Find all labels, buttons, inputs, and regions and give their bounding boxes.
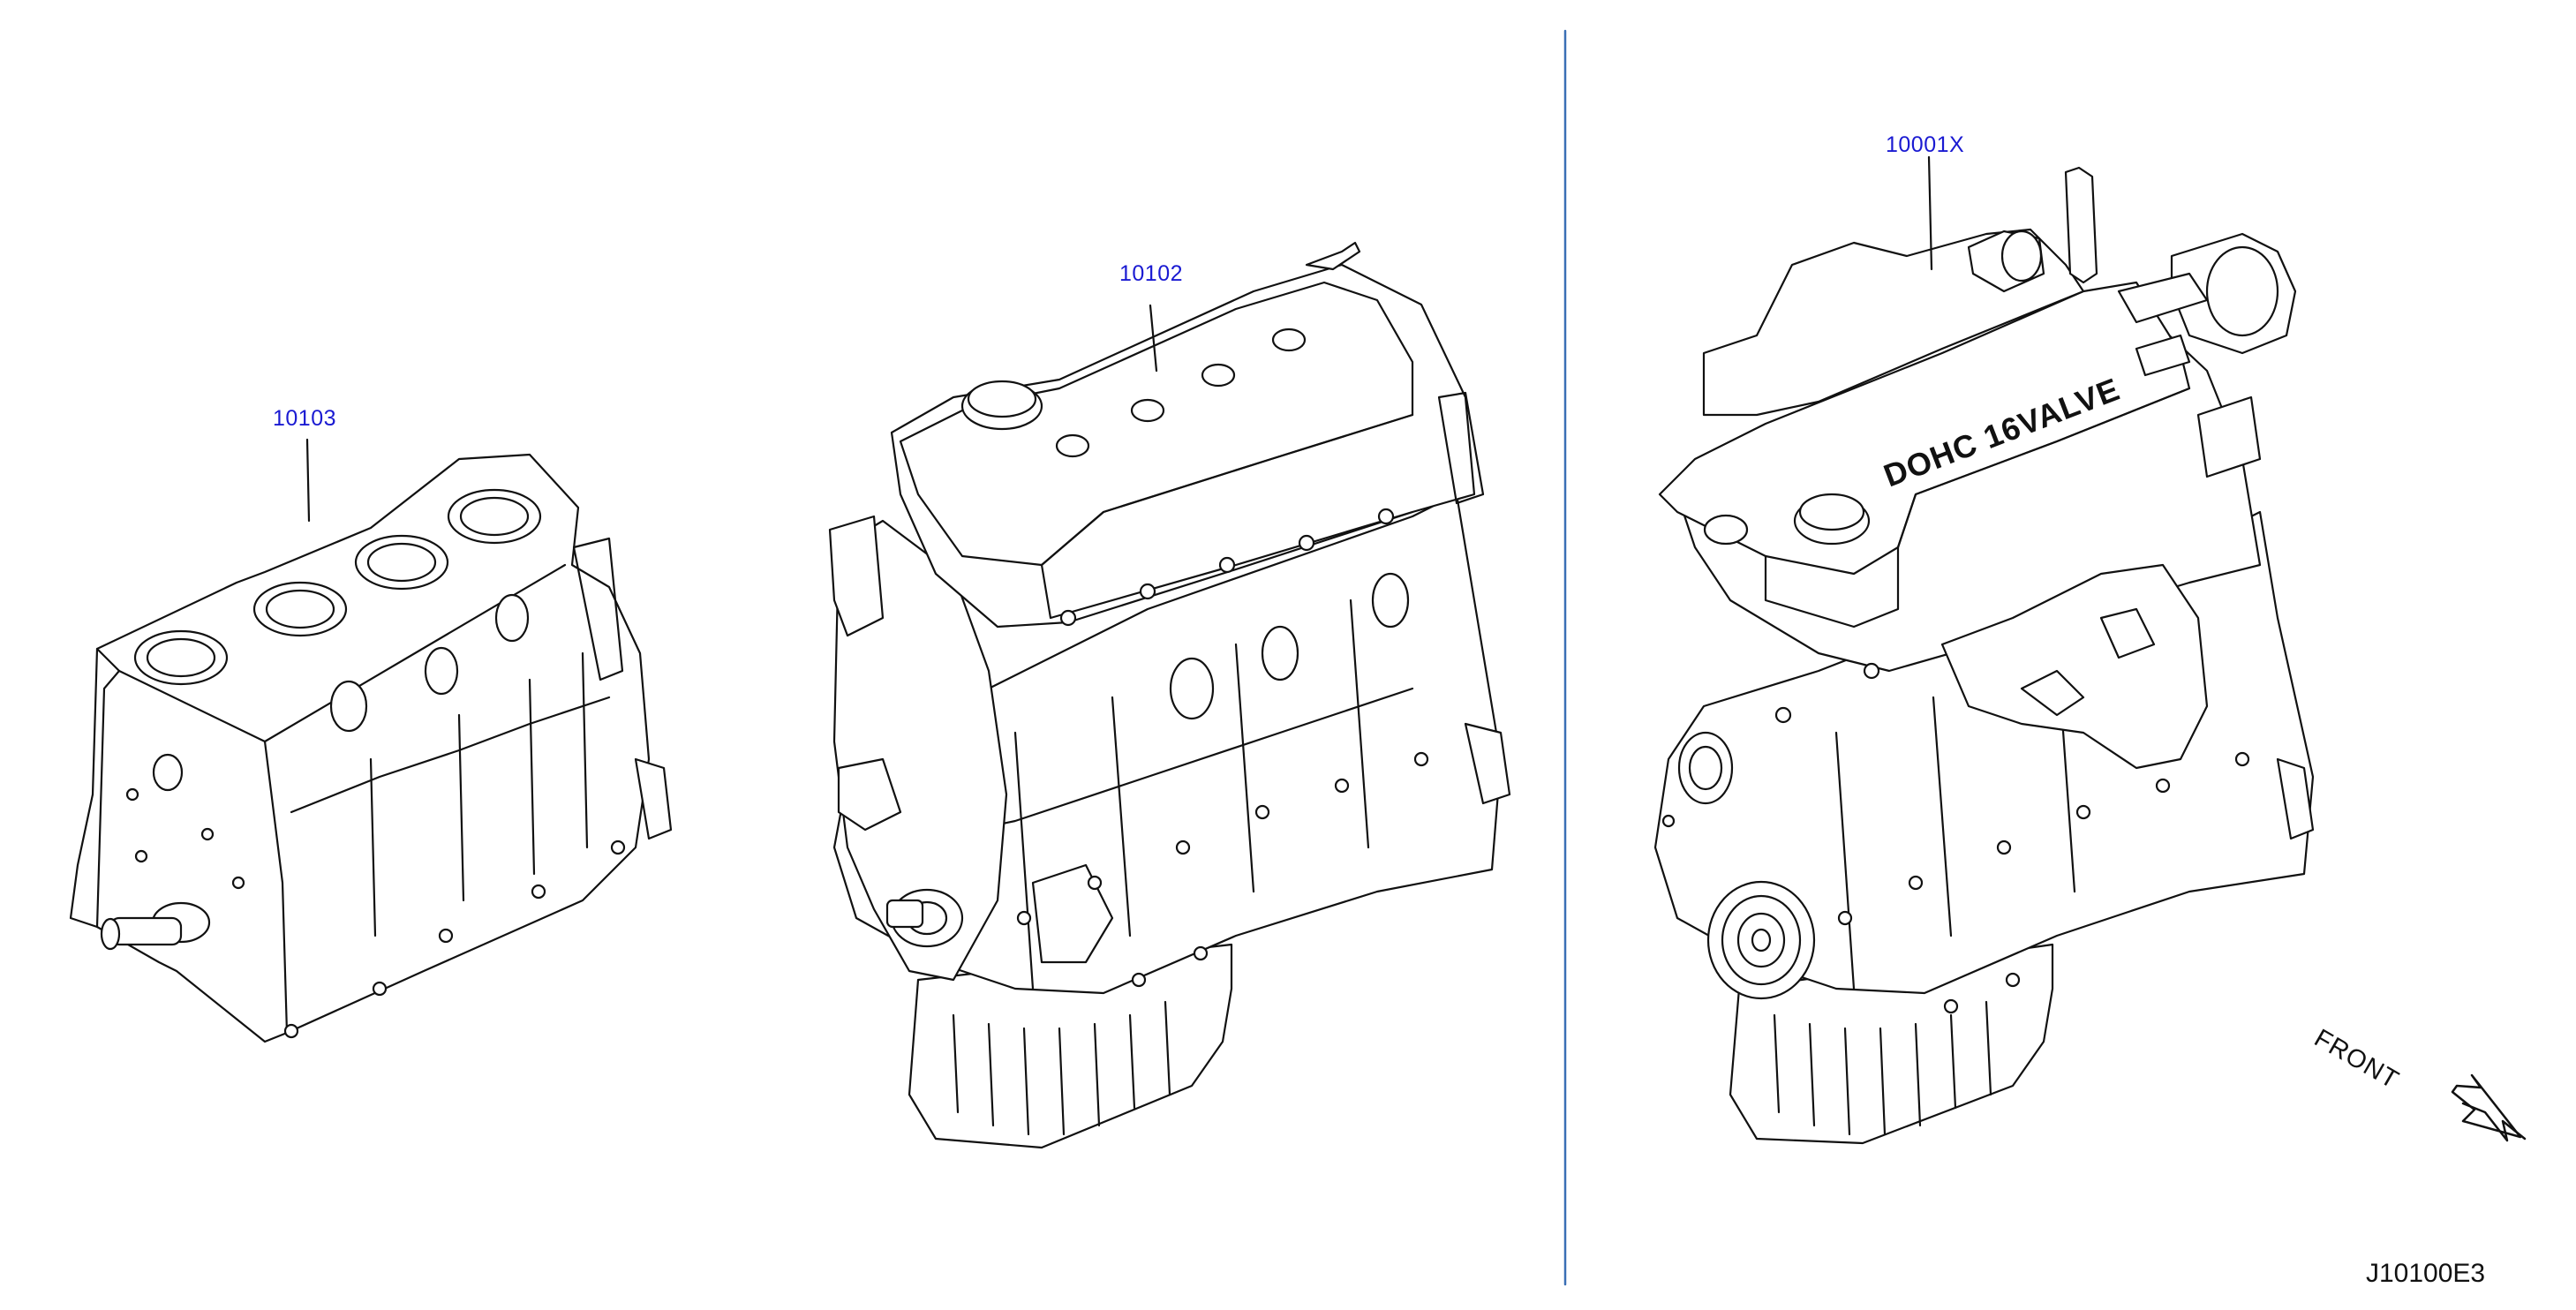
part-callout-10102[interactable]: 10102 [1119,261,1184,286]
leader-10001X [1927,155,1933,271]
part-callout-10001X[interactable]: 10001X [1886,132,1965,157]
leader-10103 [305,438,311,523]
diagram-code: J10100E3 [2366,1259,2486,1288]
front-arrow-icon [2451,1073,2527,1142]
short-block-drawing [69,453,673,1043]
part-callout-10103[interactable]: 10103 [273,406,337,431]
long-engine-drawing [828,241,1511,1149]
leader-10102 [1149,304,1158,373]
complete-engine-drawing [1653,166,2315,1145]
